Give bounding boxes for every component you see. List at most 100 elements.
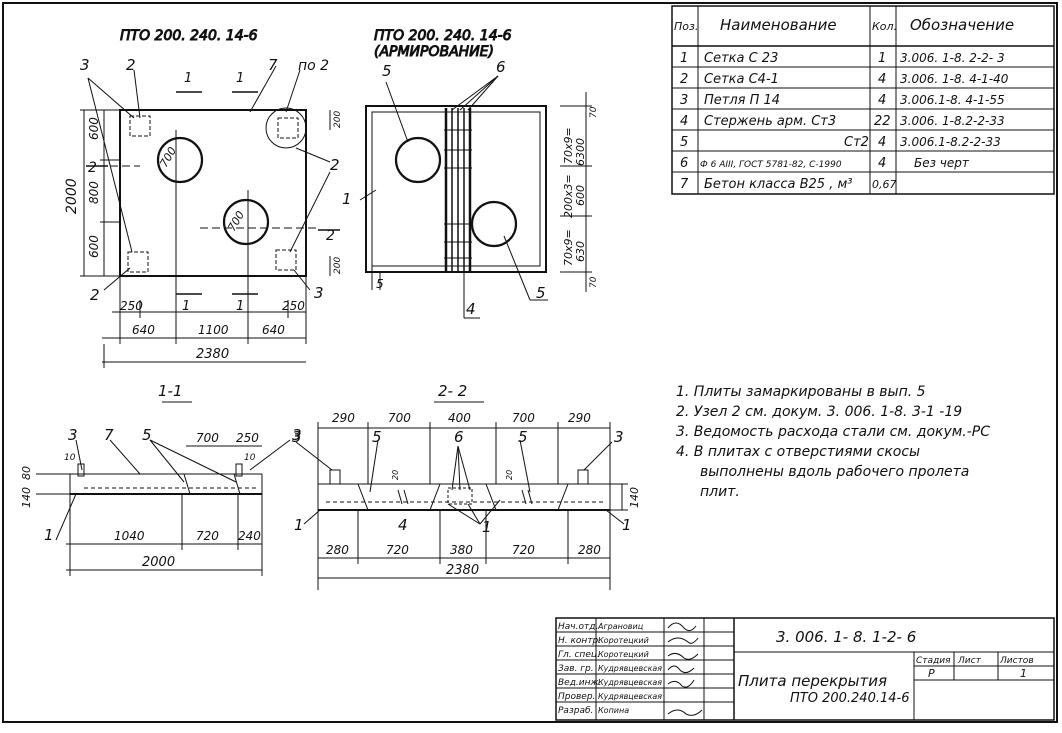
s11-dim: 720 [196, 529, 219, 543]
tb-role: Вед.инж. [558, 678, 602, 688]
spec-cell: 6 [680, 156, 688, 171]
plan-section-mark: 1 [182, 299, 190, 314]
spec-cell: 3.006. 1-8.2-2-33 [900, 114, 1005, 128]
spec-cell: 4 [680, 114, 688, 129]
spec-cell: 4 [878, 135, 886, 150]
s22-dim: 290 [332, 411, 355, 425]
spec-header: Кол. [872, 20, 897, 33]
reinf-dim: 6300 [574, 138, 587, 166]
spec-cell: 2 [680, 72, 688, 87]
plan-section-mark: 1 [236, 71, 244, 86]
s11-dim: 700 [196, 431, 219, 445]
tb-role: Гл. спец. [558, 650, 600, 660]
reinf-labels: 5 6 70 70х9= 6300 200х3= 600 70х9= 630 7… [342, 58, 599, 318]
s11-dim: 240 [238, 529, 261, 543]
plan-labels: 3 2 1 1 7 по 2 600 2000 800 600 2 2 700 … [64, 56, 343, 362]
s22-callout: 1 [622, 516, 632, 534]
tb-role: Нач.отд. [558, 622, 598, 632]
s11-dim: 2000 [142, 555, 175, 570]
reinf-callout-5: 5 [382, 62, 392, 80]
section-2-2-labels: 2- 2 290 700 400 700 290 3 5 6 5 3 20 20… [292, 382, 641, 578]
reinf-title-1: ПТО 200. 240. 14-6 [374, 28, 512, 44]
s22-dim: 720 [512, 543, 535, 557]
s11-dim: 10 [244, 453, 256, 463]
spec-cell: 22 [874, 114, 891, 129]
tb-role: Зав. гр. [558, 664, 594, 674]
reinf-dim: 70 [589, 276, 599, 288]
s22-dim: 700 [512, 411, 535, 425]
plan-dim: 800 [87, 181, 101, 204]
spec-cell: 3.006. 1-8. 4-1-40 [900, 72, 1009, 86]
plan-hole-1 [156, 136, 204, 184]
plan-section-mark: 1 [236, 299, 244, 314]
tb-sheets: 1 [1020, 667, 1027, 680]
plan-slab-outline [119, 109, 307, 277]
section-1-1 [36, 401, 291, 576]
reinf-callout-5: 5 [376, 277, 384, 291]
s11-dim: 80 [20, 466, 33, 480]
s11-dim: 1040 [114, 529, 145, 543]
s22-callout: 1 [482, 518, 492, 536]
tb-name: Копина [598, 706, 629, 715]
tb-product-mark: ПТО 200.240.14-6 [790, 691, 909, 706]
reinf-dim: 70х9= [562, 229, 575, 266]
spec-cell: 4 [878, 72, 886, 87]
s11-dim: 250 [236, 431, 259, 445]
reinf-callout-1: 1 [342, 190, 352, 208]
plan-view: ПТО 200. 240. 14-6 [80, 28, 340, 368]
spec-cell: 7 [680, 177, 689, 192]
plan-callout-7: 7 [268, 56, 278, 74]
plan-callout-3: 3 [80, 56, 90, 74]
note-line: 4. В плитах с отверстиями скосы [676, 444, 920, 460]
spec-header: Обозначение [910, 16, 1014, 34]
s22-dim: 380 [450, 543, 473, 557]
s11-callout: 5 [142, 426, 152, 444]
spec-header: Наименование [720, 16, 837, 34]
plan-hole-dim: 700 [225, 209, 247, 234]
reinf-dim: 600 [574, 185, 587, 206]
reinf-callout-4: 4 [466, 300, 476, 318]
plan-dim: 200 [333, 111, 343, 128]
reinf-hole-1 [394, 136, 442, 184]
s22-dim: 400 [448, 411, 471, 425]
spec-cell: 4 [878, 156, 886, 171]
signature [667, 679, 695, 688]
tb-name: Коротецкий [598, 650, 649, 659]
spec-cell: 1 [680, 51, 688, 66]
spec-cell: 3.006.1-8.2-2-33 [900, 135, 1001, 149]
signature [667, 622, 697, 632]
tb-role: Н. контр. [558, 636, 601, 646]
tb-name: Кудрявцевская [598, 664, 662, 673]
reinf-hole-2 [470, 200, 518, 248]
plan-dim: 250 [282, 299, 305, 313]
note-line: 1. Плиты замаркированы в вып. 5 [676, 384, 926, 400]
spec-cell: Сетка С 23 [704, 51, 778, 66]
s22-dim: 280 [326, 543, 349, 557]
tb-document-code: 3. 006. 1- 8. 1-2- 6 [776, 628, 916, 646]
plan-section-mark: 2 [326, 228, 335, 244]
reinf-callout-6: 6 [496, 58, 506, 76]
tb-role: Провер. [558, 692, 595, 702]
plan-callout-po2: по 2 [298, 58, 329, 74]
spec-cell: 3.006. 1-8. 2-2- 3 [900, 51, 1005, 65]
spec-table-text: Поз. Наименование Кол. Обозначение 1 Сет… [674, 16, 1014, 192]
plan-dim: 250 [120, 299, 143, 313]
s22-dim: 700 [388, 411, 411, 425]
s11-dim: 140 [20, 487, 33, 508]
s22-callout: 5 [372, 428, 382, 446]
spec-cell: Петля П 14 [704, 93, 780, 108]
tb-name: Аграновиц [597, 622, 644, 631]
title-block [555, 617, 1055, 721]
section-1-1-title: 1-1 [158, 382, 183, 400]
s11-callout: 1 [44, 526, 54, 544]
s22-dim: 290 [568, 411, 591, 425]
spec-cell: Без черт [914, 156, 970, 170]
plan-dim: 640 [132, 323, 155, 337]
note-line: плит. [700, 484, 740, 500]
s11-callout: 3 [292, 426, 302, 444]
tb-name: Кудрявцевская [598, 692, 662, 701]
spec-cell: 1 [878, 51, 886, 66]
tb-sheet-label: Лист [957, 656, 982, 666]
reinf-title-2: (АРМИРОВАНИЕ) [374, 44, 494, 60]
plan-callout-2: 2 [90, 286, 100, 304]
